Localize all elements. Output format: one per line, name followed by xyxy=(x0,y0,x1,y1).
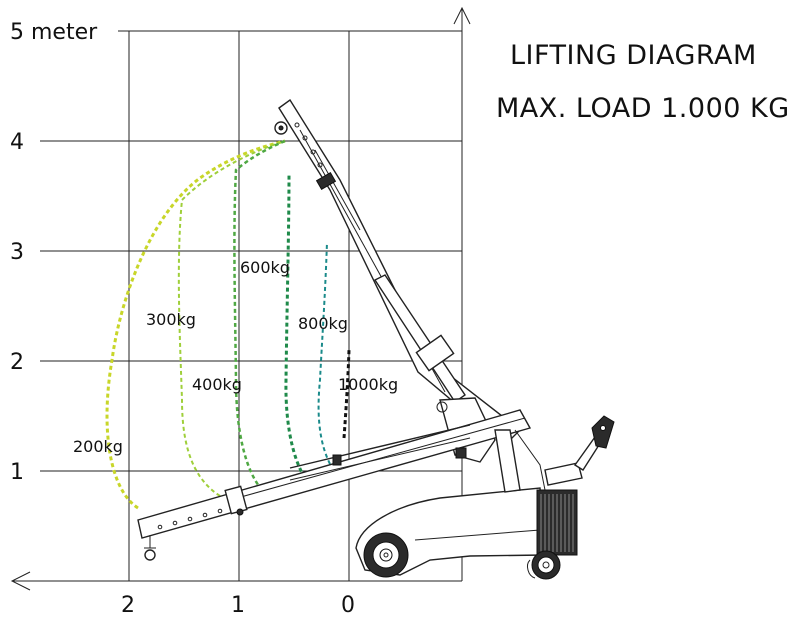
cylinder-rod xyxy=(289,424,471,469)
boom-hole xyxy=(157,524,163,530)
y-tick-label: 2 xyxy=(10,350,24,375)
cylinder-rod xyxy=(289,437,471,481)
x-tick-labels: 2 1 0 xyxy=(121,593,355,618)
load-curve-600kg xyxy=(284,172,315,491)
y-axis-arrow-icon xyxy=(453,6,471,25)
load-label-200kg: 200kg xyxy=(73,437,123,456)
hook-icon xyxy=(144,549,156,561)
x-tick-label: 0 xyxy=(341,593,355,618)
battery-slats xyxy=(540,494,574,552)
boom-hole xyxy=(217,508,223,514)
load-curves xyxy=(105,139,351,510)
load-curve-800kg xyxy=(317,241,331,465)
sleeve-bolt xyxy=(236,508,244,516)
chassis-line xyxy=(414,529,541,541)
hook-pin xyxy=(278,125,284,131)
mast xyxy=(494,429,521,493)
boom-hole xyxy=(172,520,178,526)
load-label-400kg: 400kg xyxy=(192,375,242,394)
title-line-1: LIFTING DIAGRAM xyxy=(510,40,757,71)
load-label-800kg: 800kg xyxy=(298,314,348,333)
load-curve-400kg xyxy=(233,139,286,491)
boom-hole xyxy=(187,516,193,522)
boom-hole xyxy=(317,162,323,168)
load-curve-300kg xyxy=(177,140,286,497)
rod-clamp xyxy=(332,454,342,466)
rod-clamp xyxy=(455,447,467,459)
y-tick-label: 1 xyxy=(10,460,24,485)
load-labels: 200kg 300kg 400kg 600kg 800kg 1000kg xyxy=(73,258,398,456)
y-tick-label: 4 xyxy=(10,130,24,155)
boom-hole xyxy=(202,512,208,518)
pivot-hole xyxy=(436,401,448,413)
x-axis-arrow-icon xyxy=(10,571,31,591)
axes xyxy=(10,6,471,591)
load-curve-1000kg xyxy=(342,349,351,439)
crane-machine-icon xyxy=(137,98,615,580)
control-handle-icon xyxy=(544,415,615,486)
boom-clamp xyxy=(315,171,337,191)
load-label-600kg: 600kg xyxy=(240,258,290,277)
boom-hole xyxy=(302,135,308,141)
cylinder-mount xyxy=(415,334,455,372)
hook-icon xyxy=(144,535,156,549)
boom-upper-rail xyxy=(314,149,361,231)
y-tick-labels: 5 meter 4 3 2 1 xyxy=(10,20,98,485)
boom-hole xyxy=(294,122,300,128)
wheel-icon xyxy=(527,550,561,580)
wheel-icon xyxy=(363,532,409,578)
boom-hole xyxy=(310,149,316,155)
boom-lower-rail xyxy=(229,417,526,501)
load-label-1000kg: 1000kg xyxy=(338,375,398,394)
load-label-300kg: 300kg xyxy=(146,310,196,329)
mast-support xyxy=(514,429,546,491)
x-tick-label: 1 xyxy=(231,593,245,618)
y-tick-label: 5 meter xyxy=(10,20,98,45)
title-line-2: MAX. LOAD 1.000 KG xyxy=(496,93,790,124)
load-curve-200kg xyxy=(105,139,286,510)
diagram-title: LIFTING DIAGRAM MAX. LOAD 1.000 KG xyxy=(496,40,790,124)
y-tick-label: 3 xyxy=(10,240,24,265)
x-tick-label: 2 xyxy=(121,593,135,618)
